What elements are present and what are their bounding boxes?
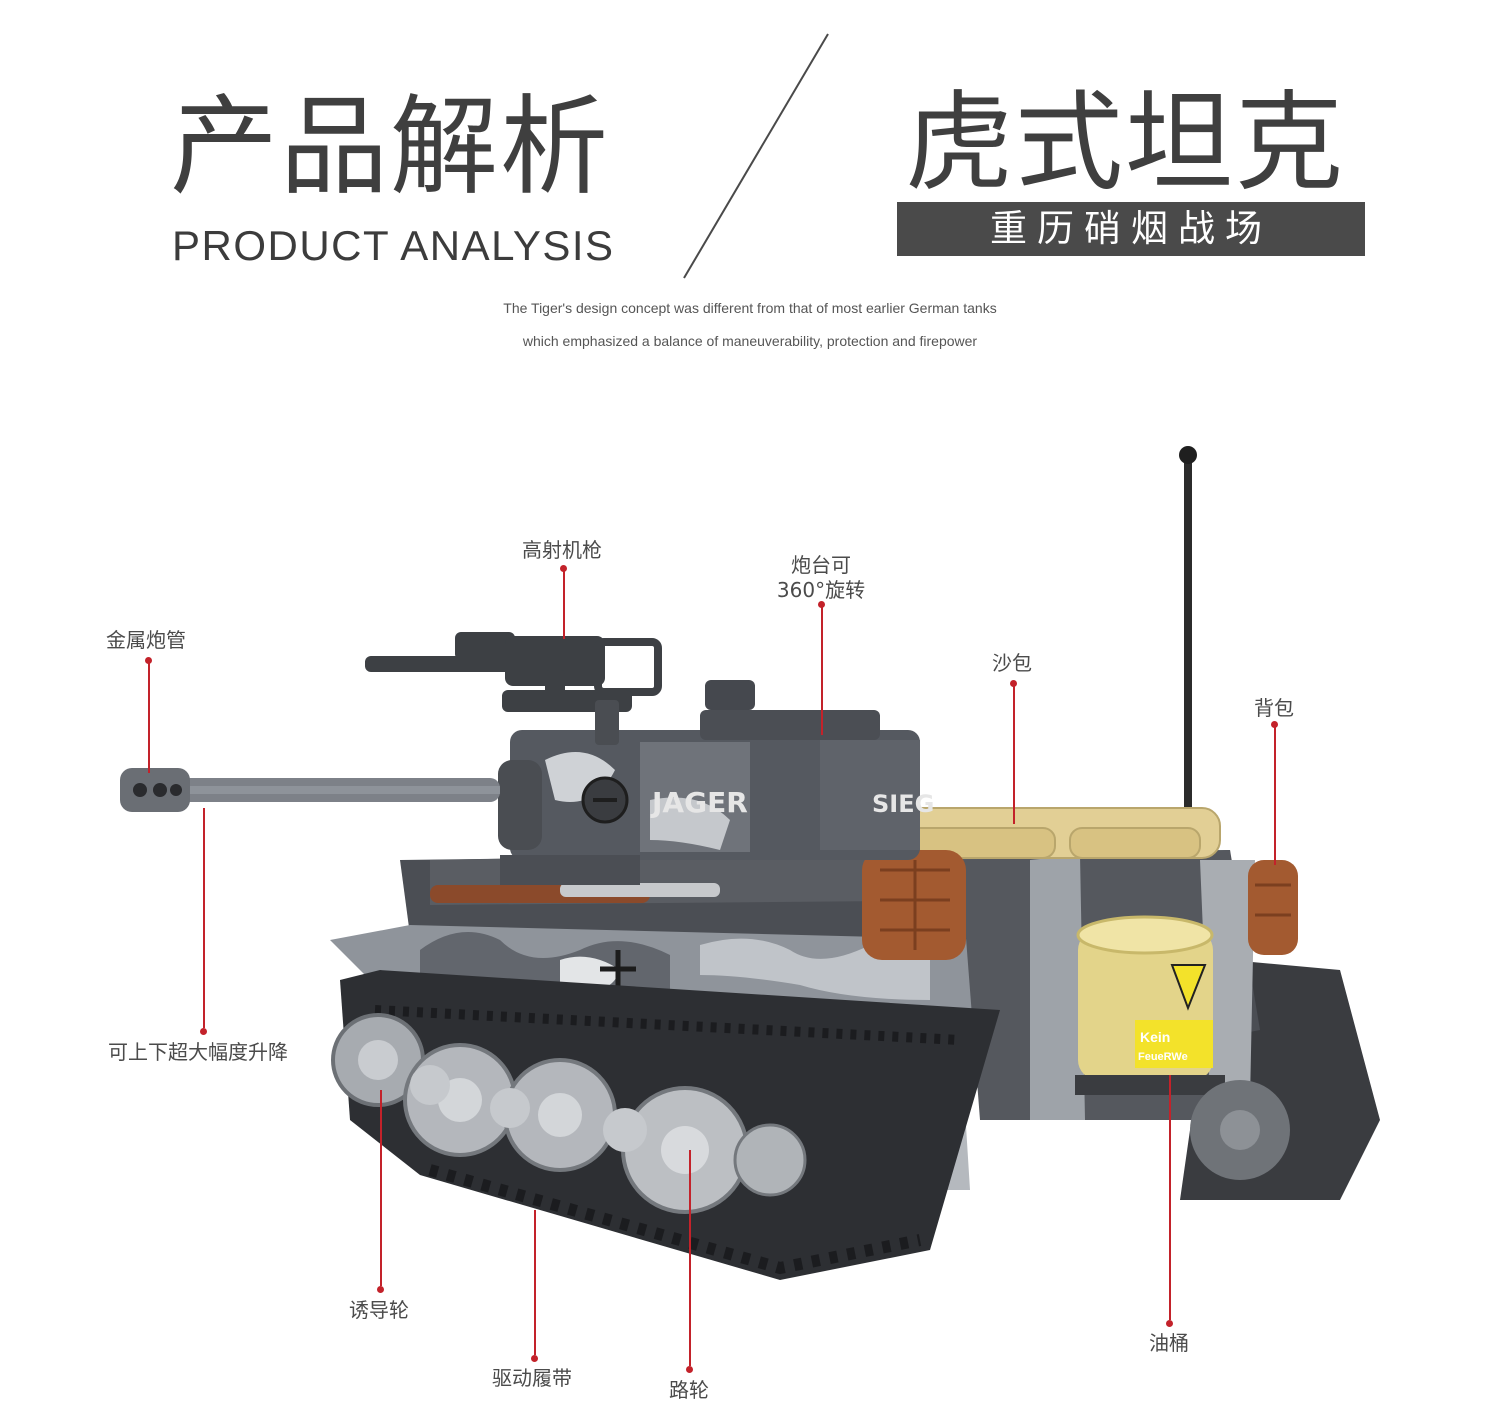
oil-drum-label-2: FeueRWe — [1138, 1051, 1188, 1063]
banner-slogan: 重历硝烟战场 — [897, 202, 1365, 256]
callout-metal-barrel: 金属炮管 — [106, 628, 186, 652]
divider-slash — [683, 33, 829, 279]
description-line-1: The Tiger's design concept was different… — [503, 300, 997, 316]
sandbags — [889, 807, 1221, 859]
callout-drive-track: 驱动履带 — [492, 1366, 572, 1390]
leader-oil-barrel — [1169, 1075, 1171, 1320]
callout-turret-rotate: 炮台可 360°旋转 — [776, 553, 866, 603]
road-wheels — [331, 1013, 1290, 1214]
leader-backpack — [1274, 725, 1276, 865]
leader-road-wheel — [689, 1150, 691, 1366]
oil-drum: Kein FeueRWe — [1075, 915, 1225, 1095]
main-gun-barrel — [120, 768, 500, 812]
callout-oil-barrel: 油桶 — [1149, 1331, 1189, 1355]
side-marking: SIEG — [872, 790, 934, 818]
leader-sandbag — [1013, 684, 1015, 824]
title-product-analysis-cn: 产品解析 — [170, 85, 611, 210]
leader-metal-barrel — [148, 661, 150, 773]
aa-machine-gun — [365, 632, 662, 745]
title-tiger-tank-cn: 虎式坦克 — [905, 81, 1346, 206]
leader-drive-track — [534, 1210, 536, 1355]
title-product-analysis-en: PRODUCT ANALYSIS — [172, 222, 615, 269]
leader-turret-rotate — [821, 605, 823, 735]
oil-drum-label-1: Kein — [1140, 1029, 1170, 1045]
callout-idler-wheel: 诱导轮 — [349, 1298, 409, 1322]
description-line-2: which emphasized a balance of maneuverab… — [522, 333, 978, 349]
antenna — [1179, 446, 1197, 855]
turret: JAGER SIEG — [498, 680, 934, 885]
callout-elevation: 可上下超大幅度升降 — [108, 1040, 288, 1064]
callout-backpack: 背包 — [1254, 696, 1294, 720]
leader-elevation — [203, 808, 205, 1028]
callout-aa-gun: 高射机枪 — [522, 538, 602, 562]
callout-turret-rotate-line2: 360°旋转 — [776, 578, 866, 602]
leader-idler-wheel — [380, 1090, 382, 1286]
callout-turret-rotate-line1: 炮台可 — [791, 553, 851, 577]
callout-sandbag: 沙包 — [992, 651, 1032, 675]
backpacks — [862, 850, 1298, 960]
turret-marking: JAGER — [650, 786, 748, 819]
callout-road-wheel: 路轮 — [669, 1378, 709, 1402]
leader-aa-gun — [563, 569, 565, 639]
